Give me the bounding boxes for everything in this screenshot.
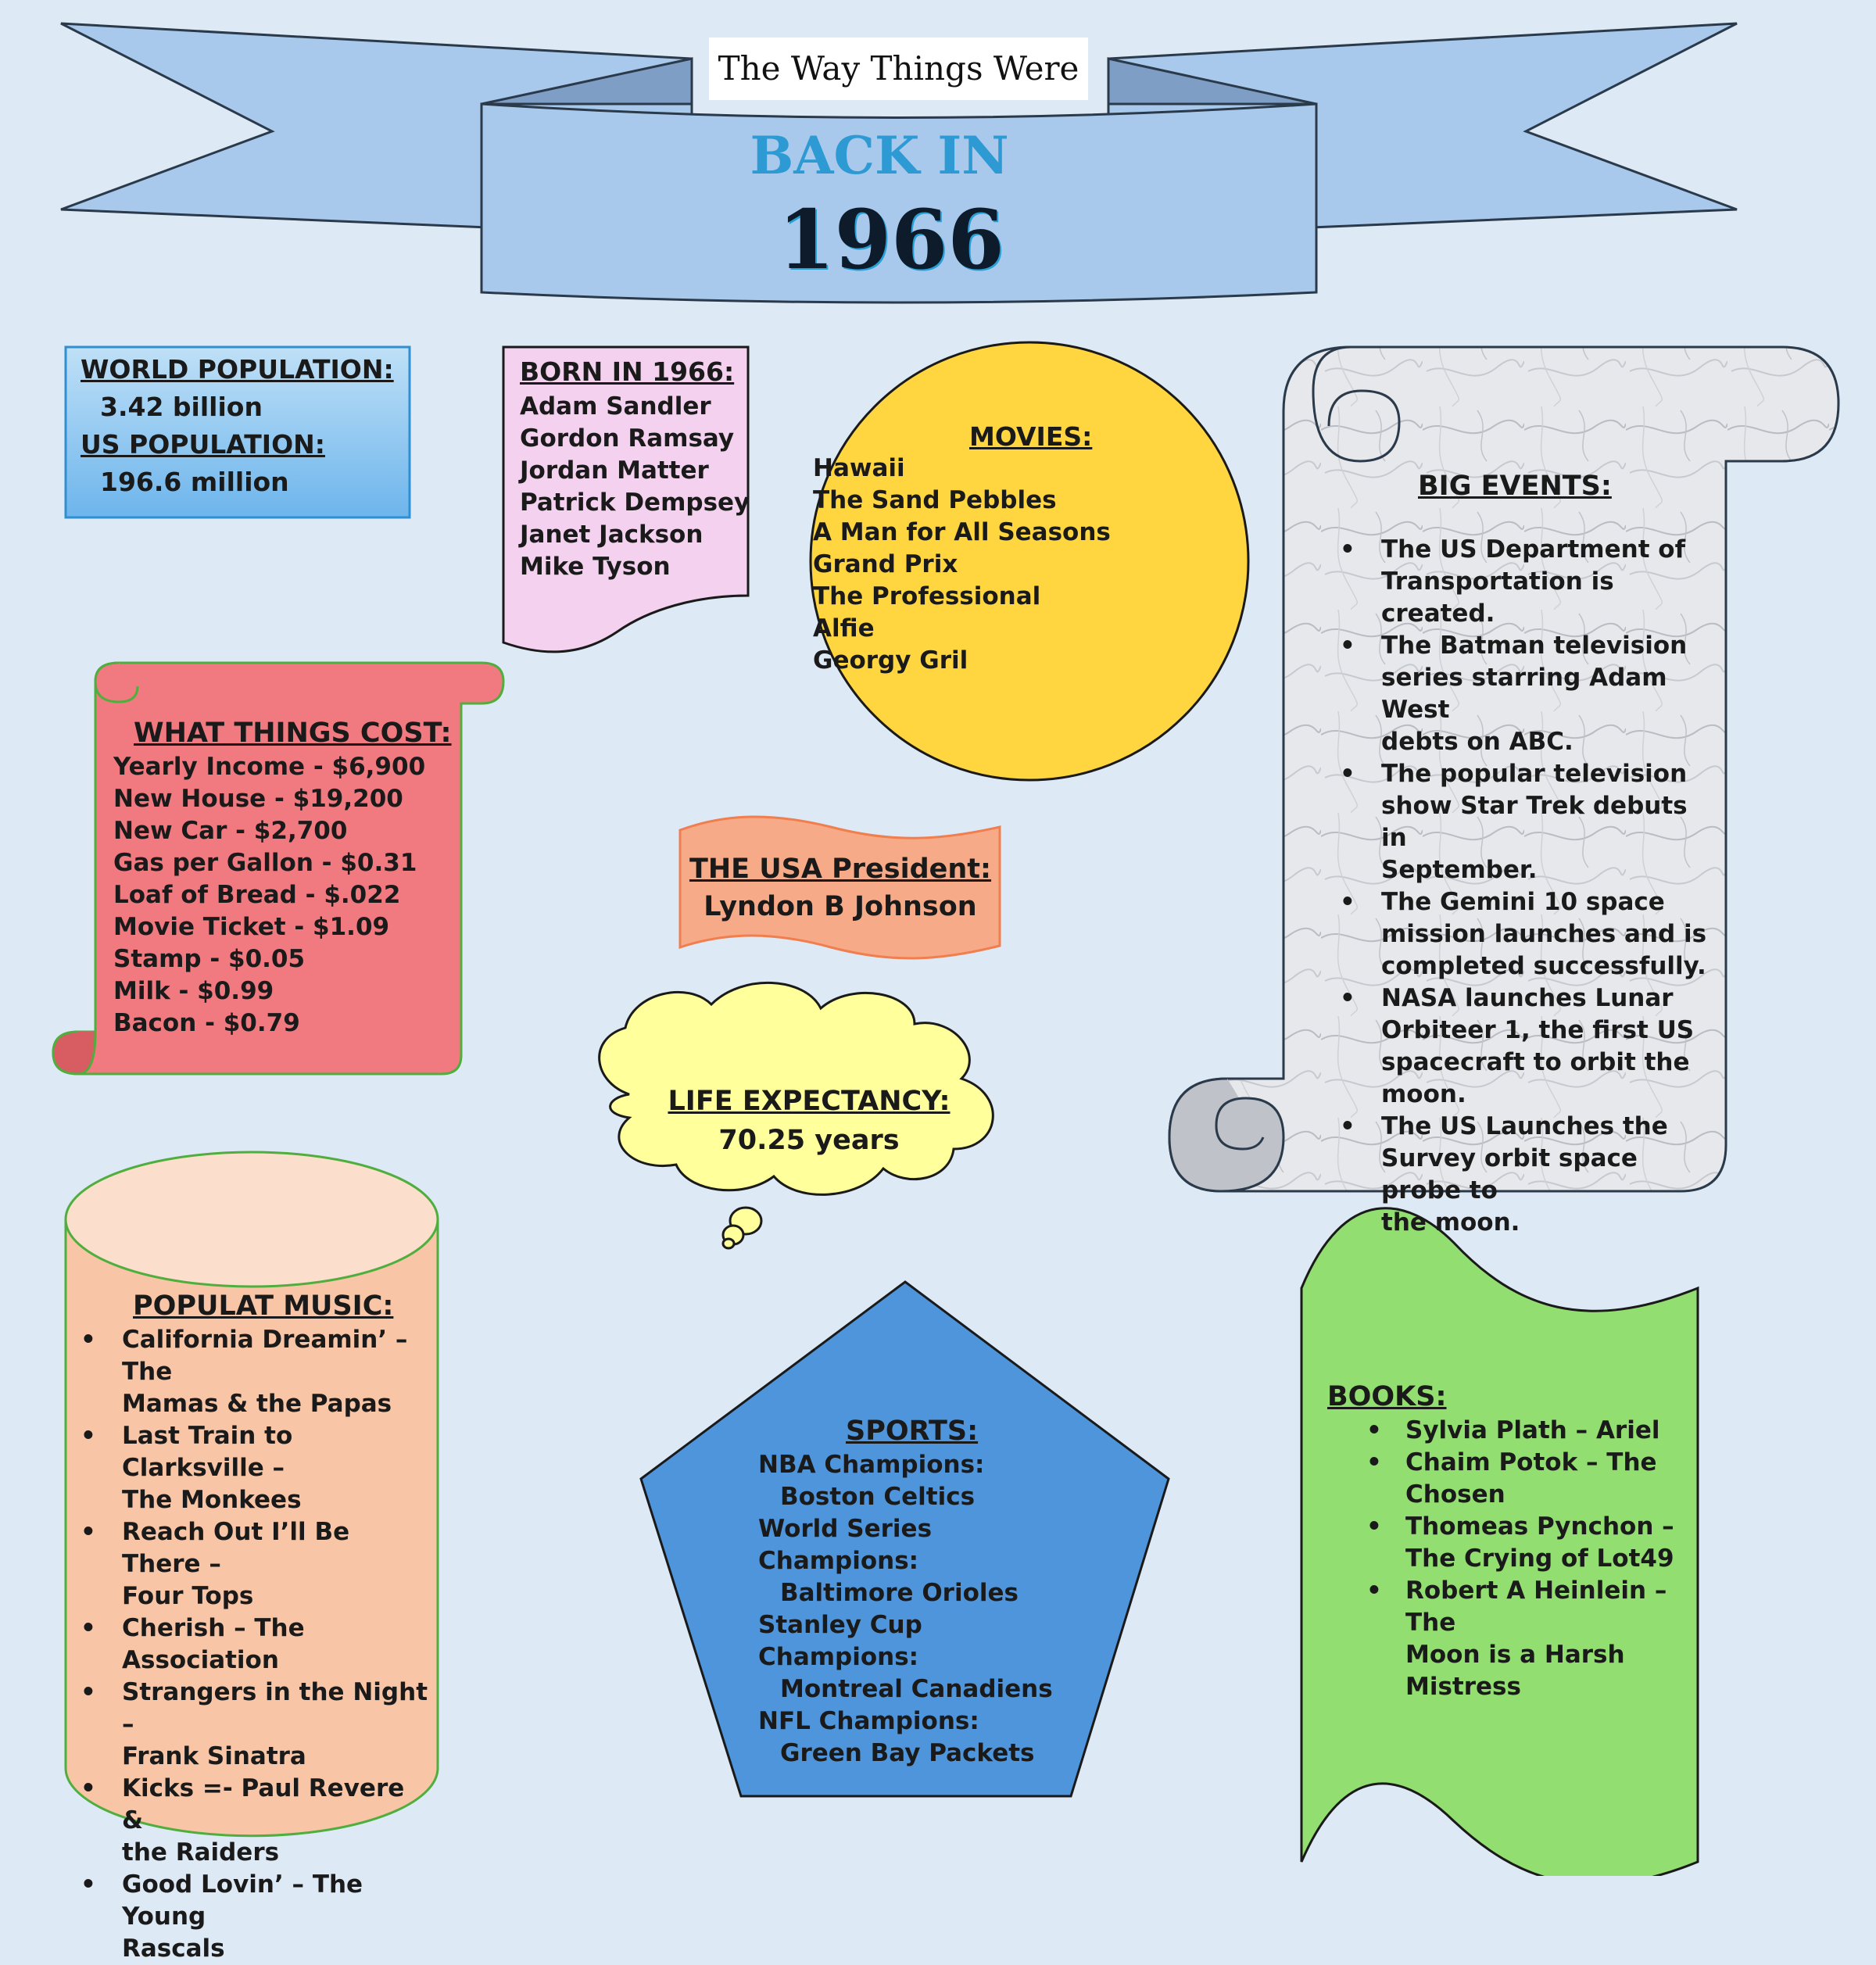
list-item: Bacon - $0.79 <box>113 1009 300 1037</box>
events-title: BIG EVENTS: <box>1418 471 1612 502</box>
movies-circle-shape <box>809 341 1250 782</box>
nfl-value: Green Bay Packets <box>780 1739 1035 1767</box>
header-subtitle: The Way Things Were <box>709 38 1088 100</box>
books-wave: BOOKS: Sylvia Plath – Ariel Chaim Potok … <box>1327 1379 1695 1703</box>
title-banner <box>60 22 1738 304</box>
list-item: The Professional <box>813 582 1041 610</box>
list-item: Milk - $0.99 <box>113 977 274 1005</box>
list-item: Stamp - $0.05 <box>113 945 306 973</box>
list-item: Georgy Gril <box>813 646 968 675</box>
list-item: New House - $19,200 <box>113 785 403 813</box>
life-title: LIFE EXPECTANCY: <box>668 1086 951 1117</box>
list-item: Adam Sandler <box>520 392 711 421</box>
born-list: Adam Sandler Gordon Ramsay Jordan Matter… <box>520 391 754 583</box>
list-item: Sylvia Plath – Ariel <box>1366 1415 1695 1447</box>
header-year: 1966 <box>778 191 1004 288</box>
president-name: Lyndon B Johnson <box>704 891 977 922</box>
world-population-value: 3.42 billion <box>100 392 263 422</box>
nba-value: Boston Celtics <box>780 1483 976 1511</box>
list-item: Yearly Income - $6,900 <box>113 753 426 781</box>
music-cylinder: POPULAT MUSIC: California Dreamin’ – The… <box>81 1288 432 1965</box>
cost-list: Yearly Income - $6,900 New House - $19,2… <box>113 751 473 1040</box>
list-item: A Man for All Seasons <box>813 518 1111 546</box>
books-list: Sylvia Plath – Ariel Chaim Potok – TheCh… <box>1327 1415 1695 1703</box>
world-series-label: World Series <box>758 1515 933 1543</box>
cost-scroll-shape <box>52 661 505 1076</box>
list-item: Hawaii <box>813 454 905 482</box>
list-item: Thomeas Pynchon –The Crying of Lot49 <box>1366 1511 1695 1575</box>
population-box: WORLD POPULATION: 3.42 billion US POPULA… <box>81 351 409 501</box>
list-item: Reach Out I’ll Be There –Four Tops <box>81 1516 432 1612</box>
events-scroll: BIG EVENTS: The US Department ofTranspor… <box>1340 471 1715 1239</box>
us-population-value: 196.6 million <box>100 467 289 497</box>
list-item: Kicks =- Paul Revere &the Raiders <box>81 1773 432 1869</box>
born-box-shape <box>502 345 750 653</box>
world-population-label: WORLD POPULATION: <box>81 354 394 385</box>
nfl-label: NFL Champions: <box>758 1707 979 1735</box>
list-item: Mike Tyson <box>520 553 671 581</box>
sports-pentagon: SPORTS: NBA Champions: Boston Celtics Wo… <box>758 1413 1133 1770</box>
banner-right-fold <box>1107 57 1317 106</box>
list-item: Jordan Matter <box>520 456 709 485</box>
list-item: Janet Jackson <box>520 521 704 549</box>
music-title: POPULAT MUSIC: <box>133 1290 394 1322</box>
sports-pentagon-shape <box>639 1280 1170 1798</box>
cost-title: WHAT THINGS COST: <box>134 718 452 749</box>
president-flag-shape <box>678 815 1001 960</box>
list-item: Gas per Gallon - $0.31 <box>113 849 417 877</box>
born-title: BORN IN 1966: <box>520 356 735 387</box>
list-item: Alfie <box>813 614 875 642</box>
list-item: Grand Prix <box>813 550 958 578</box>
stanley-cup-label: Stanley Cup <box>758 1611 922 1639</box>
world-series-label-2: Champions: <box>758 1547 919 1575</box>
population-box-shape <box>64 345 411 519</box>
list-item: Strangers in the Night –Frank Sinatra <box>81 1677 432 1773</box>
stanley-cup-label-2: Champions: <box>758 1643 919 1671</box>
life-cloud: LIFE EXPECTANCY: 70.25 years <box>625 1082 993 1160</box>
header-back-in: BACK IN <box>750 125 1009 186</box>
movies-list: Hawaii The Sand Pebbles A Man for All Se… <box>813 453 1251 677</box>
us-population-label: US POPULATION: <box>81 429 325 460</box>
movies-title: MOVIES: <box>969 421 1093 452</box>
list-item: The Sand Pebbles <box>813 486 1057 514</box>
president-title: THE USA President: <box>689 854 992 885</box>
born-box: BORN IN 1966: Adam Sandler Gordon Ramsay… <box>520 353 754 583</box>
list-item: Patrick Dempsey <box>520 489 750 517</box>
list-item: Movie Ticket - $1.09 <box>113 913 390 941</box>
list-item: Gordon Ramsay <box>520 424 735 453</box>
list-item: New Car - $2,700 <box>113 817 348 845</box>
list-item: Loaf of Bread - $.022 <box>113 881 401 909</box>
banner-center <box>480 102 1318 304</box>
movies-circle: MOVIES: Hawaii The Sand Pebbles A Man fo… <box>813 421 1251 677</box>
banner-left-fold <box>481 57 693 106</box>
books-title: BOOKS: <box>1327 1381 1447 1412</box>
stanley-cup-value: Montreal Canadiens <box>780 1675 1053 1703</box>
life-cloud-shape <box>598 982 994 1250</box>
list-item: Last Train to Clarksville –The Monkees <box>81 1420 432 1516</box>
life-value: 70.25 years <box>718 1125 900 1156</box>
world-series-value: Baltimore Orioles <box>780 1579 1019 1607</box>
sports-title: SPORTS: <box>846 1416 979 1447</box>
president-flag: THE USA President: Lyndon B Johnson <box>684 850 997 925</box>
nba-label: NBA Champions: <box>758 1451 985 1479</box>
cost-scroll: WHAT THINGS COST: Yearly Income - $6,900… <box>113 715 473 1040</box>
